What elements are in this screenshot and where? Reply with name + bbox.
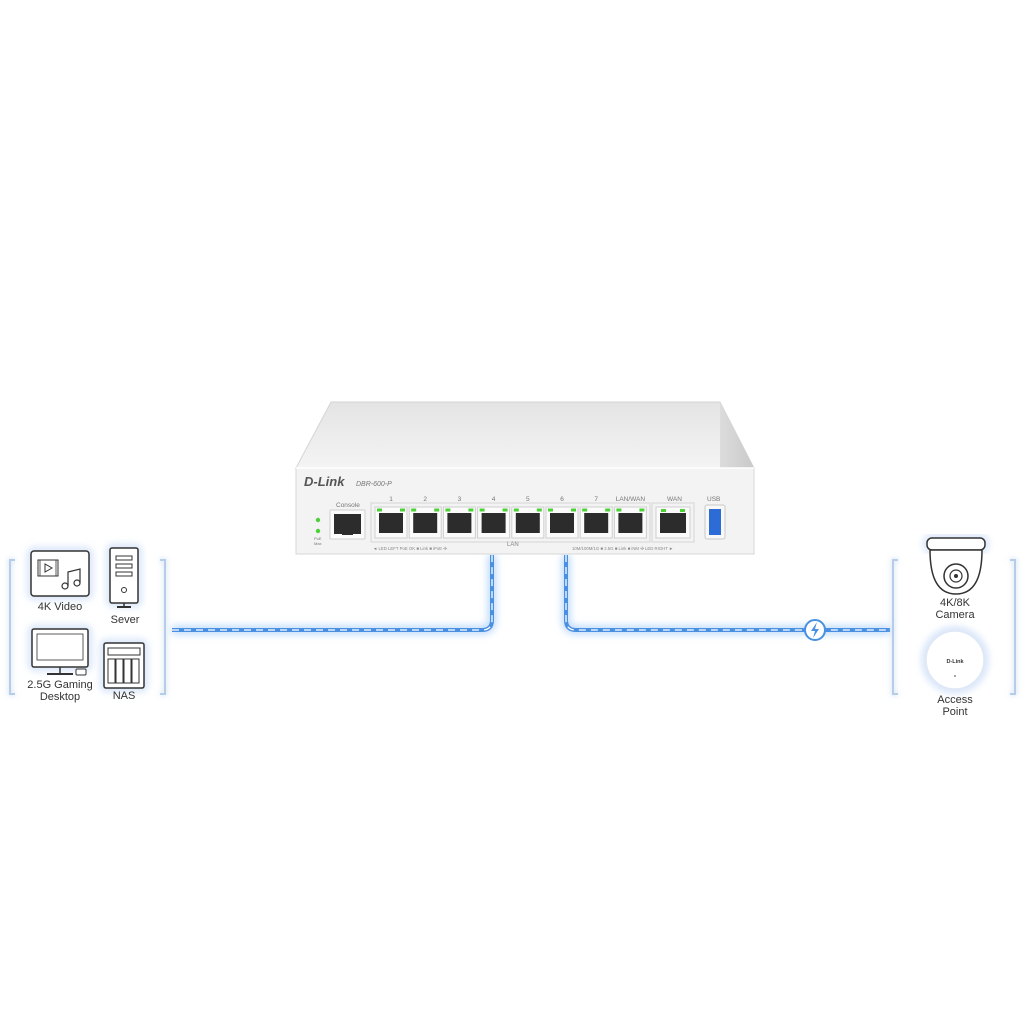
- brand-logo: D-Link: [304, 474, 345, 489]
- led-left-legend: ◄ LED LEFT PoE OK ■ Link ■ iPoE ✣: [373, 546, 447, 551]
- port-number-label: 4: [492, 496, 496, 503]
- port-led: [548, 508, 553, 512]
- lightning-bolt-icon: [804, 619, 826, 641]
- cable-left: [172, 555, 496, 634]
- status-led-label-2: Max: [314, 541, 322, 546]
- port-led: [400, 508, 405, 512]
- model-name: DBR-600-P: [356, 481, 392, 488]
- nas-icon: [101, 640, 147, 691]
- port-number-label: 2: [423, 496, 427, 503]
- lan-port-4[interactable]: [477, 506, 511, 539]
- port-number-label: 1: [389, 496, 393, 503]
- status-led-2: [315, 528, 321, 534]
- device-label-desktop: 2.5G Gaming Desktop: [27, 679, 93, 703]
- led-right-legend: 10M/100M/1G ■ 2.5G ■ Link ■ iNM ✣ LED RI…: [572, 546, 673, 551]
- device-label-camera: 4K/8K Camera: [935, 597, 975, 621]
- access-point-icon: D-Link: [922, 627, 988, 693]
- port-led: [616, 508, 622, 512]
- lan-port-1[interactable]: [374, 506, 408, 539]
- port-led: [513, 508, 519, 512]
- lan-label: LAN: [507, 542, 519, 548]
- device-label-server: Sever: [110, 614, 140, 626]
- router: D-Link DBR-600-P PoE Max Console 1 2 3 4 5 6 7…: [295, 401, 755, 555]
- lan-port-6[interactable]: [545, 506, 579, 539]
- usb-port[interactable]: [704, 504, 726, 540]
- port-led: [571, 508, 576, 512]
- port-led: [479, 508, 485, 512]
- lan-port-5[interactable]: [511, 506, 545, 539]
- console-port[interactable]: [329, 509, 366, 540]
- port-number-label: 3: [458, 496, 462, 503]
- cable-right: [562, 555, 890, 634]
- lan-port-7[interactable]: [579, 506, 613, 539]
- port-led: [536, 508, 542, 512]
- server-tower-icon: [107, 545, 141, 608]
- dome-camera-icon: [924, 535, 988, 595]
- port-led: [605, 508, 611, 512]
- wan-label: WAN: [667, 496, 682, 503]
- console-label: Console: [336, 502, 360, 509]
- lan-port-block: [370, 502, 651, 543]
- desktop-monitor-icon: [29, 626, 91, 676]
- usb-label: USB: [707, 496, 720, 503]
- status-led-label-1: PoE: [314, 536, 322, 541]
- lan-port-3[interactable]: [442, 506, 476, 539]
- port-led: [639, 508, 645, 512]
- device-label-nas: NAS: [112, 690, 136, 702]
- port-number-label: 6: [560, 496, 564, 503]
- port-led: [377, 508, 382, 512]
- lan-port-2[interactable]: [408, 506, 442, 539]
- port-number-label: 7: [594, 496, 598, 503]
- port-led: [445, 508, 451, 512]
- video-monitor-icon: [28, 548, 92, 599]
- port-number-label: LAN/WAN: [616, 496, 646, 503]
- right-bracket: [892, 559, 1016, 695]
- port-led: [468, 508, 474, 512]
- port-number-label: 5: [526, 496, 530, 503]
- wan-port[interactable]: [655, 506, 691, 539]
- device-label-video: 4K Video: [37, 601, 83, 613]
- lan-port-8[interactable]: [613, 506, 647, 539]
- port-led: [411, 508, 417, 512]
- device-label-access-point: Access Point: [937, 694, 973, 718]
- left-bracket: [9, 559, 166, 695]
- status-led-1: [315, 517, 321, 523]
- port-led: [434, 508, 440, 512]
- access-point-logo: D-Link: [946, 659, 964, 665]
- port-led: [582, 508, 588, 512]
- port-led: [502, 508, 508, 512]
